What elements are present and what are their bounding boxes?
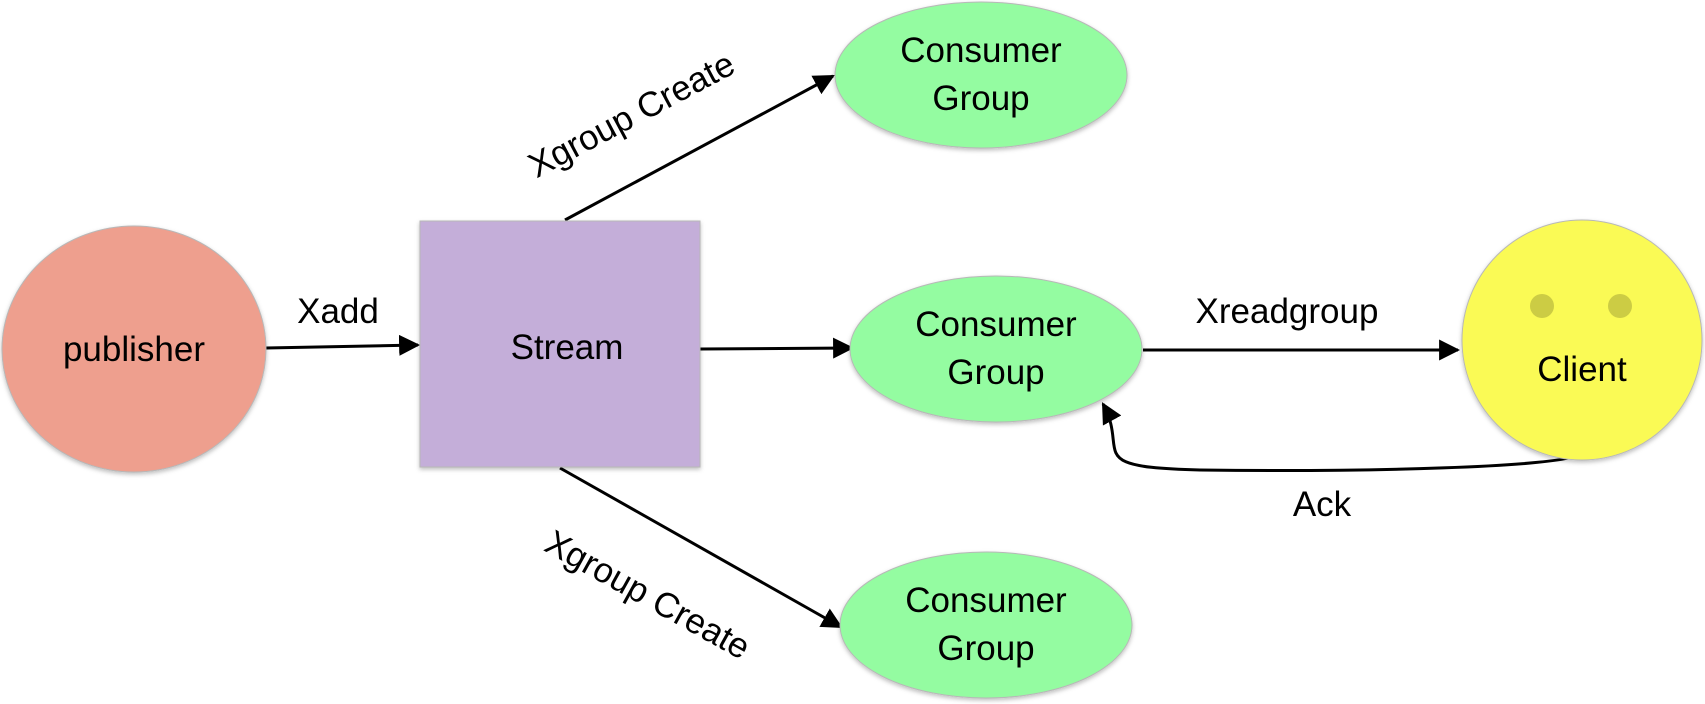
stream-label: Stream — [511, 328, 624, 367]
client-node — [1461, 219, 1703, 461]
ack-arrow — [1101, 402, 1584, 472]
ack-label: Ack — [1293, 485, 1352, 524]
xgroup-create-bottom-arrow — [559, 466, 843, 629]
publisher-label: publisher — [63, 330, 205, 369]
consumer-group-bottom-label-line1: Consumer — [905, 581, 1067, 620]
consumer-group-middle-node — [849, 275, 1143, 423]
client-label: Client — [1537, 350, 1627, 389]
consumer-group-bottom-node — [839, 551, 1133, 699]
xgroup-create-top-label: Xgroup Create — [522, 44, 741, 185]
xadd-label: Xadd — [297, 292, 379, 331]
consumer-group-middle-label-line2: Group — [947, 353, 1044, 392]
consumer-group-bottom-label-line2: Group — [937, 629, 1034, 668]
stream-node — [419, 220, 701, 468]
consumer-group-top-label-line2: Group — [932, 79, 1029, 118]
consumer-group-middle-label-line1: Consumer — [915, 305, 1077, 344]
client-right-eye-icon — [1608, 294, 1632, 318]
xgroup-create-bottom-label: Xgroup Create — [539, 523, 757, 667]
xreadgroup-label: Xreadgroup — [1196, 292, 1379, 331]
xgroup-create-top-arrow — [564, 74, 835, 222]
xadd-arrow — [265, 334, 421, 356]
consumer-group-top-label-line1: Consumer — [900, 31, 1062, 70]
publisher-node — [1, 225, 267, 473]
stream-to-middle-group-arrow — [699, 337, 855, 359]
consumer-group-top-node — [834, 1, 1128, 149]
client-left-eye-icon — [1530, 294, 1554, 318]
